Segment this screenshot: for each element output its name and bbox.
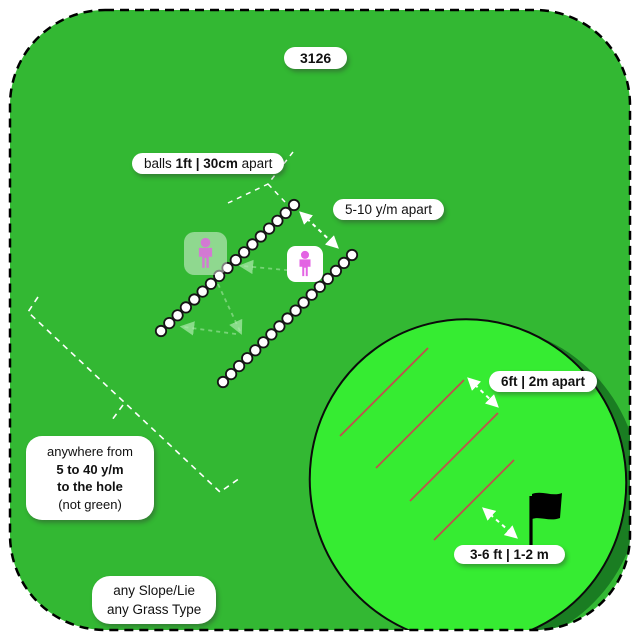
distance-range-line4: (not green) xyxy=(58,496,122,512)
balls-spacing-prefix: balls xyxy=(144,156,176,171)
golf-ball xyxy=(273,320,286,333)
spacing-arrow xyxy=(467,377,499,408)
golf-ball xyxy=(313,280,326,293)
golf-ball xyxy=(171,309,184,322)
balls-label-leader-branch xyxy=(267,183,286,203)
green-slope-line xyxy=(409,412,499,502)
person-body xyxy=(299,259,311,277)
balls-spacing-value: 1ft | 30cm xyxy=(175,156,238,171)
golf-ball xyxy=(216,375,230,389)
golf-ball xyxy=(238,246,251,259)
player-icon-faded xyxy=(184,232,227,275)
golf-ball xyxy=(249,344,262,357)
golf-ball xyxy=(279,206,292,219)
person-head xyxy=(300,250,310,259)
balls-spacing-suffix: apart xyxy=(237,156,273,171)
golf-ball xyxy=(262,222,276,235)
distance-range-line3: to the hole xyxy=(57,479,123,494)
golf-ball xyxy=(225,367,238,381)
golf-ball xyxy=(241,352,254,365)
green-slope-line xyxy=(375,379,465,469)
golf-ball xyxy=(297,296,310,309)
balls-spacing-label: balls 1ft | 30cm apart xyxy=(132,153,285,174)
golf-ball xyxy=(257,336,270,349)
person-glyph-icon xyxy=(299,250,311,277)
border-layer xyxy=(8,8,632,632)
golf-ball xyxy=(154,324,168,338)
practice-area-border xyxy=(8,8,632,632)
golf-ball xyxy=(163,316,176,330)
green-lines-spacing-label: 6ft | 2m apart xyxy=(489,371,598,392)
putt-direction-arrow xyxy=(179,321,237,336)
golf-ball xyxy=(246,238,259,251)
golf-ball xyxy=(287,198,301,212)
golf-ball xyxy=(265,328,278,341)
player-icon xyxy=(287,246,323,282)
golf-ball xyxy=(271,214,284,227)
golf-ball xyxy=(229,254,242,267)
person-glyph-icon xyxy=(198,237,213,268)
golf-ball xyxy=(281,312,294,325)
green-slope-line xyxy=(433,459,515,541)
person-head xyxy=(200,237,211,248)
conditions-note: any Slope/Lie any Grass Type xyxy=(92,576,217,624)
golf-ball xyxy=(188,293,201,306)
golf-ball xyxy=(233,359,246,373)
putting-green-layer xyxy=(308,318,630,630)
range-dimension-tick xyxy=(111,404,124,421)
person-body xyxy=(198,247,213,268)
putt-direction-arrow xyxy=(217,283,243,335)
golf-ball xyxy=(221,261,234,275)
golf-ball xyxy=(337,256,350,269)
spacing-arrow xyxy=(482,507,518,539)
golf-ball xyxy=(305,288,318,301)
golf-ball xyxy=(321,272,334,285)
flag-icon xyxy=(532,492,562,520)
golf-ball xyxy=(179,301,192,314)
golf-ball xyxy=(329,264,342,277)
golf-ball xyxy=(345,248,359,262)
distance-range-line2: 5 to 40 y/m xyxy=(56,461,124,477)
golf-ball xyxy=(204,277,217,290)
drill-number-badge: 3126 xyxy=(284,47,348,69)
golf-ball xyxy=(196,285,209,298)
golf-ball xyxy=(254,230,267,243)
green-slope-line xyxy=(339,347,429,437)
hole-distance-label: 3-6 ft | 1-2 m xyxy=(454,545,565,564)
golf-ball xyxy=(213,269,226,282)
spacing-arrow xyxy=(299,211,339,249)
distance-range-note: anywhere from 5 to 40 y/m to the hole (n… xyxy=(26,436,154,520)
conditions-line1: any Slope/Lie xyxy=(113,583,196,598)
marks-layer xyxy=(26,151,562,546)
conditions-line2: any Grass Type xyxy=(107,602,202,617)
distance-range-line1: anywhere from xyxy=(47,444,133,459)
rows-spacing-label: 5-10 y/m apart xyxy=(333,199,445,220)
golf-ball xyxy=(289,304,302,317)
